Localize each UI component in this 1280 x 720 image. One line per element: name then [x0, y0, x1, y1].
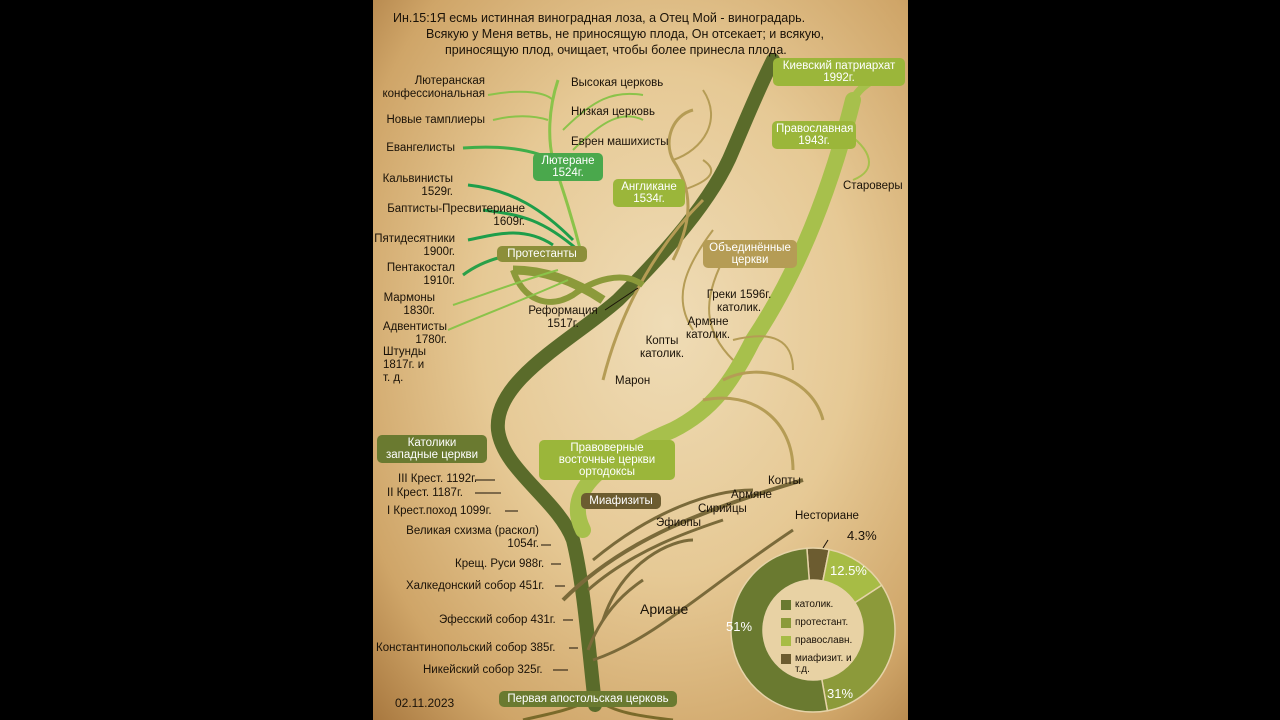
label-baptists: Баптисты-Пресвитериане 1609г. — [387, 203, 525, 228]
label-nestorians: Несториане — [795, 510, 859, 522]
label-crusade-3: III Крест. 1192г. — [398, 473, 478, 485]
label-lutheran-conf: Лютеранская конфессиональная — [382, 75, 485, 100]
box-united-churches: Объединённые церкви — [703, 240, 797, 268]
label-high-church: Высокая церковь — [571, 77, 664, 89]
label-calvinists: Кальвинисты 1529г. — [382, 173, 453, 198]
value-label-orthodox: 12.5% — [830, 563, 867, 578]
poster: Ин.15:1Я есмь истинная виноградная лоза,… — [373, 0, 908, 720]
legend-orthodox: православн. — [795, 635, 853, 646]
quote-line-3: приносящую плод, очищает, чтобы более пр… — [445, 43, 787, 57]
value-label-miaphysite: 4.3% — [847, 528, 877, 543]
label-adventists: Адвентисты 1780г. — [382, 321, 447, 346]
label-pentecost: Пятидесятники 1900г. — [374, 233, 455, 258]
legend-swatch-miaphysite — [781, 654, 791, 664]
label-maronite: Марон — [615, 375, 651, 387]
legend-swatch-catholic — [781, 600, 791, 610]
quote-line-1: Ин.15:1Я есмь истинная виноградная лоза,… — [393, 11, 806, 25]
box-anglicans: Англикане 1534г. — [613, 179, 685, 207]
label-pentakostal: Пентакостал 1910г. — [386, 262, 455, 287]
box-kiev-patriarchate: Киевский патриархат 1992г. — [773, 58, 905, 86]
label-ethiopians: Эфиопы — [656, 517, 702, 529]
label-shtundy: Штунды 1817г. и т. д. — [383, 346, 427, 384]
label-messianic: Еврен машихисты — [571, 136, 669, 148]
label-mormons: Мармоны 1830г. — [383, 292, 435, 317]
label-crusade-2: II Крест. 1187г. — [387, 487, 463, 499]
value-label-protestant: 31% — [827, 686, 854, 701]
label-nicaea: Никейский собор 325г. — [423, 664, 543, 676]
legend-swatch-protestant — [781, 618, 791, 628]
label-constantinople: Константинопольский собор 385г. — [376, 642, 556, 654]
legend-swatch-orthodox — [781, 636, 791, 646]
legend-catholic: католик. — [795, 599, 834, 610]
label-great-schism: Великая схизма (раскол) 1054г. — [406, 525, 539, 550]
label-date: 02.11.2023 — [395, 696, 455, 710]
label-copt-catholics: Копты католик. — [639, 335, 685, 360]
label-syrians: Сирийцы — [698, 503, 747, 515]
box-catholics: Католики западные церкви — [377, 435, 487, 463]
label-greek-catholics: Греки 1596г. католик. — [706, 289, 772, 314]
label-reformation: Реформация 1517г. — [528, 305, 598, 330]
label-arians: Ариане — [640, 601, 689, 617]
legend-protestant: протестант. — [795, 617, 849, 628]
box-first-apostolic: Первая апостольская церковь — [499, 691, 677, 707]
label-templars: Новые тамплиеры — [386, 114, 485, 126]
label-old-believers: Староверы — [843, 180, 903, 192]
label-chalcedon: Халкедонский собор 451г. — [406, 580, 545, 592]
label-armenians: Армяне — [731, 489, 772, 501]
quote-line-2: Всякую у Меня ветвь, не приносящую плода… — [426, 27, 824, 41]
box-miaphysites: Миафизиты — [581, 493, 661, 509]
value-label-catholic: 51% — [726, 619, 753, 634]
box-orthodox-1943: Православная 1943г. — [772, 121, 856, 149]
label-evangelists: Евангелисты — [386, 142, 455, 154]
label-ephesus: Эфесский собор 431г. — [439, 614, 556, 626]
box-orthodox-east: Правоверные восточные церкви ортодоксы — [539, 440, 675, 480]
label-baptism-of-rus: Крещ. Руси 988г. — [455, 558, 545, 570]
legend-miaphysite: миафизит. и т.д. — [795, 653, 852, 675]
label-copts: Копты — [768, 475, 801, 487]
label-low-church: Низкая церковь — [571, 106, 656, 118]
label-armenian-catholics: Армяне католик. — [685, 316, 731, 341]
box-protestants: Протестанты — [497, 246, 587, 262]
box-lutherans: Лютеране 1524г. — [533, 153, 603, 181]
label-crusade-1: I Крест.поход 1099г. — [387, 505, 492, 517]
